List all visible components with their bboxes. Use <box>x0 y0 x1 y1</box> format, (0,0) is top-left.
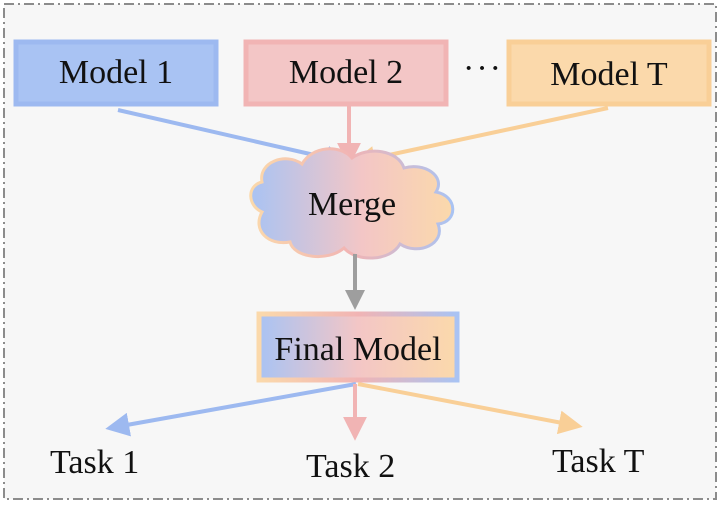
arrow-modelt-merge <box>351 106 609 170</box>
task-t-label: Task T <box>552 443 645 480</box>
task-2-label: Task 2 <box>306 448 396 485</box>
model-1-label: Model 1 <box>58 54 174 91</box>
model-2-label: Model 2 <box>288 54 404 91</box>
arrow-model1-merge <box>117 108 350 170</box>
merge-label: Merge <box>307 186 397 223</box>
model-t-box <box>506 39 712 107</box>
final-model-box <box>256 311 460 383</box>
final-model-label: Final Model <box>274 331 442 368</box>
merge-cloud <box>249 147 455 260</box>
arrow-final-taskt <box>357 382 583 435</box>
model-2-box <box>243 39 449 107</box>
arrow-final-task1 <box>105 382 357 437</box>
task-1-label: Task 1 <box>50 444 140 481</box>
model-t-label: Model T <box>550 56 668 93</box>
model-1-box <box>13 39 219 107</box>
ellipsis: ··· <box>463 50 503 87</box>
